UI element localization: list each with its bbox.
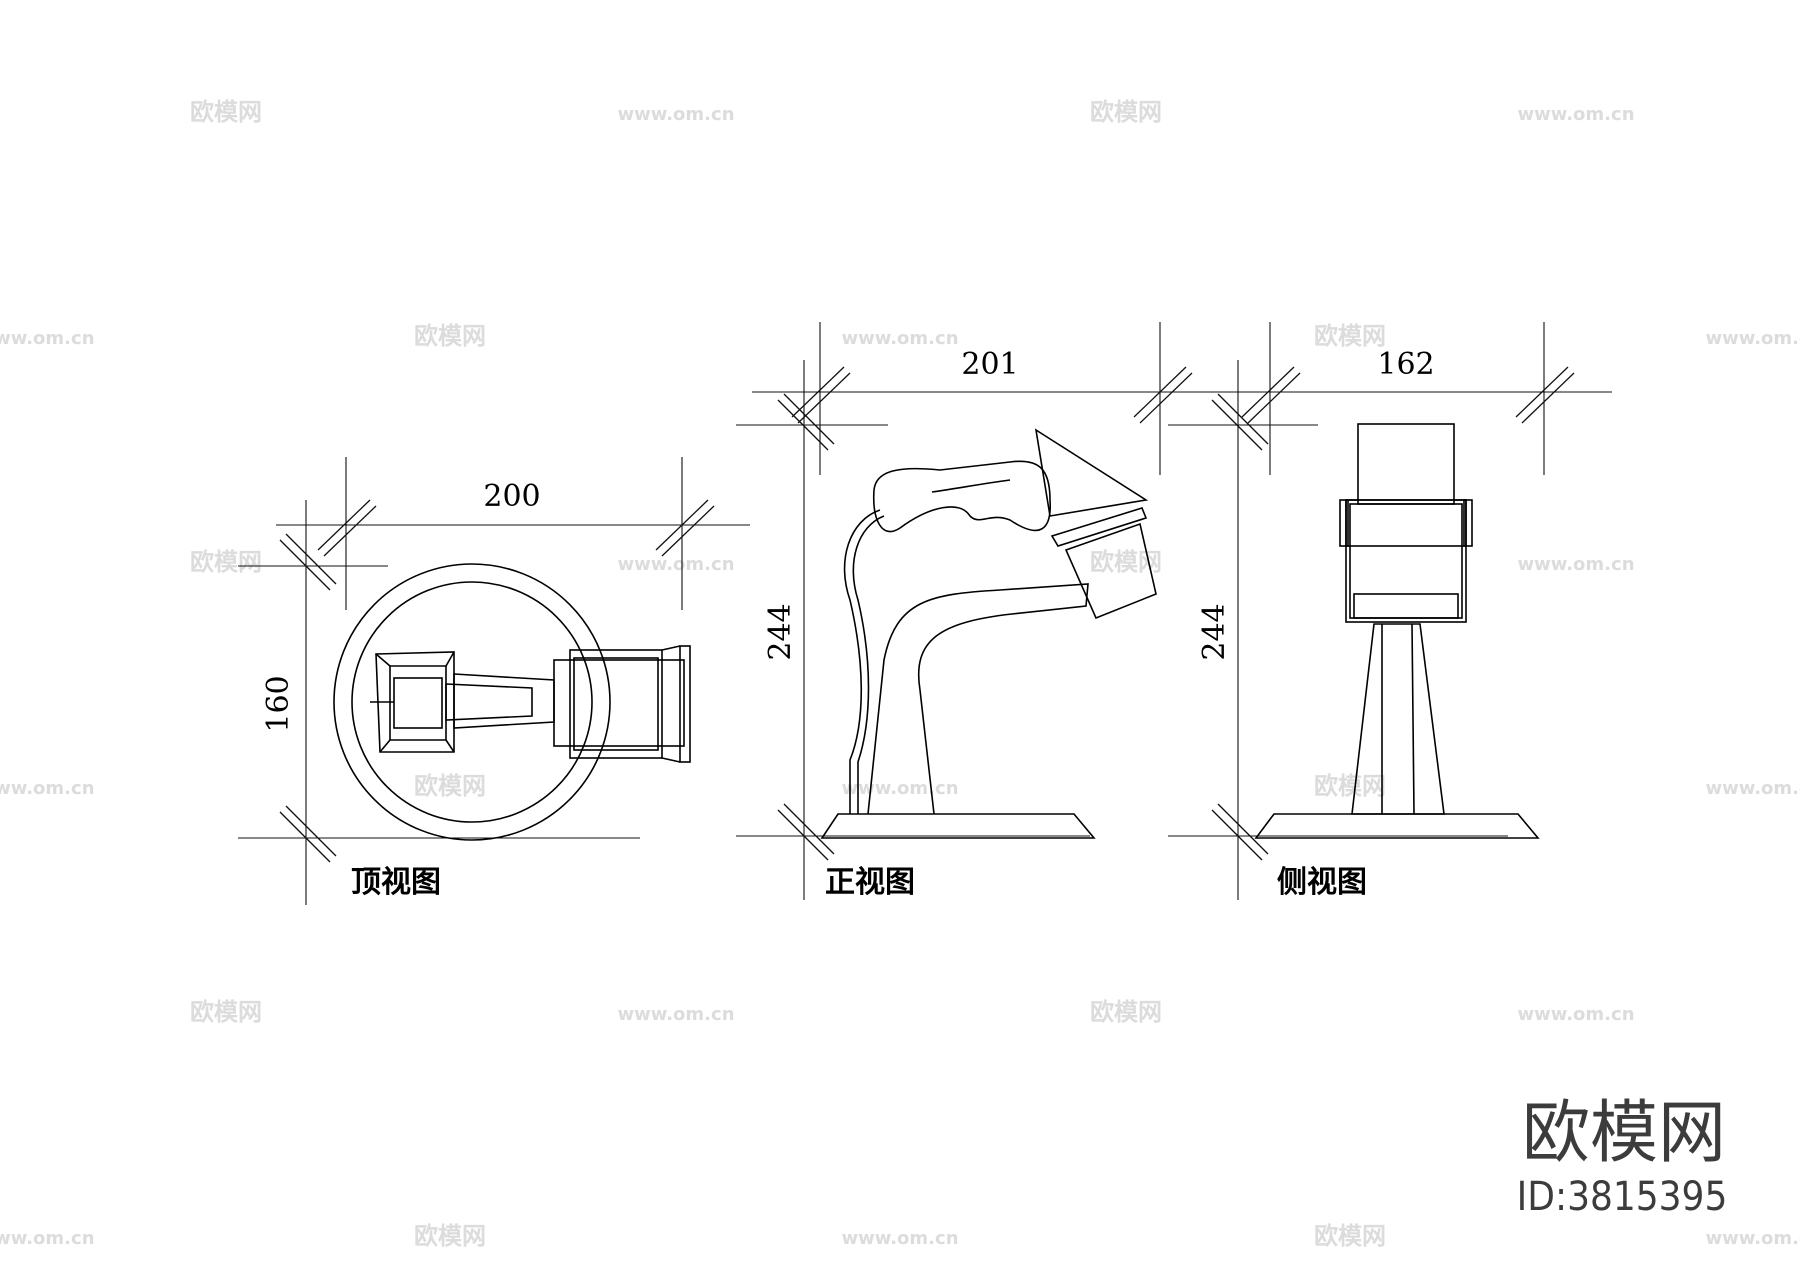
- watermark-logo-tile: 欧模网: [1314, 322, 1386, 350]
- watermark-logo-tile: 欧模网: [414, 322, 486, 350]
- watermark-url-tile: www.om.cn: [841, 778, 958, 799]
- watermark-url-tile: www.om.cn: [841, 1228, 958, 1249]
- brand-id-text: ID:3815395: [1517, 1174, 1728, 1220]
- brand-watermark: 欧模网 ID:3815395: [1517, 1094, 1728, 1220]
- iron-soleplate: [1034, 428, 1149, 517]
- top-view: 200 160 顶视图: [238, 457, 750, 905]
- side-view-caption: 侧视图: [1277, 865, 1367, 900]
- top-width-dimension: 200: [483, 479, 540, 514]
- watermark-url-tile: www.om.cn: [0, 1228, 95, 1249]
- iron-handle-groove: [931, 479, 1011, 493]
- front-holder-cup: [1050, 507, 1157, 620]
- watermark-url-tile: www.om.cn: [1705, 1228, 1800, 1249]
- front-stand: [867, 583, 1089, 815]
- side-height-dimension: 244: [1197, 603, 1232, 660]
- side-stand-line-2: [1411, 623, 1415, 815]
- watermark-tiles: 欧模网 www.om.cn 欧模网 www.om.cn www.om.cn 欧模网 www.…: [0, 98, 1800, 1250]
- brand-logo-text: 欧模网: [1522, 1094, 1726, 1173]
- iron-top-outline: [370, 651, 555, 753]
- front-view: 201 244 正视图: [736, 322, 1193, 900]
- side-dimension-ticks: [1211, 366, 1575, 861]
- power-cord-inner: [852, 515, 885, 814]
- watermark-url-tile: www.om.cn: [841, 328, 958, 349]
- watermark-url-tile: www.om.cn: [617, 1004, 734, 1025]
- front-dimension-ticks: [777, 366, 1193, 861]
- watermark-url-tile: www.om.cn: [1705, 328, 1800, 349]
- watermark-logo-tile: 欧模网: [190, 548, 262, 576]
- watermark-logo-tile: 欧模网: [1314, 1222, 1386, 1250]
- front-base-plate: [820, 813, 1096, 839]
- base-ring-inner: [351, 581, 593, 823]
- watermark-logo-tile: 欧模网: [1314, 772, 1386, 800]
- watermark-logo-tile: 欧模网: [1090, 98, 1162, 126]
- watermark-logo-tile: 欧模网: [1090, 998, 1162, 1026]
- watermark-url-tile: www.om.cn: [0, 328, 95, 349]
- front-height-dimension: 244: [763, 603, 798, 660]
- watermark-url-tile: www.om.cn: [1705, 778, 1800, 799]
- side-width-dimension: 162: [1377, 347, 1434, 382]
- watermark-url-tile: www.om.cn: [1517, 554, 1634, 575]
- watermark-logo-tile: 欧模网: [190, 98, 262, 126]
- watermark-logo-tile: 欧模网: [414, 772, 486, 800]
- holder-top-outline: [553, 645, 691, 763]
- side-holder: [1339, 423, 1473, 623]
- side-base-plate: [1254, 813, 1540, 839]
- side-view: 162 244 侧视图: [1168, 322, 1612, 900]
- power-cord: [843, 509, 881, 814]
- front-width-dimension: 201: [961, 347, 1018, 382]
- watermark-url-tile: www.om.cn: [1517, 1004, 1634, 1025]
- top-height-dimension: 160: [261, 675, 296, 732]
- top-dimension-ticks: [279, 499, 715, 863]
- watermark-url-tile: www.om.cn: [617, 104, 734, 125]
- watermark-logo-tile: 欧模网: [190, 998, 262, 1026]
- watermark-logo-tile: 欧模网: [414, 1222, 486, 1250]
- watermark-url-tile: www.om.cn: [617, 554, 734, 575]
- top-view-caption: 顶视图: [351, 865, 441, 900]
- base-ring-outer: [333, 563, 611, 841]
- watermark-url-tile: www.om.cn: [0, 778, 95, 799]
- front-view-caption: 正视图: [825, 865, 915, 900]
- watermark-url-tile: www.om.cn: [1517, 104, 1634, 125]
- iron-handle: [872, 460, 1051, 533]
